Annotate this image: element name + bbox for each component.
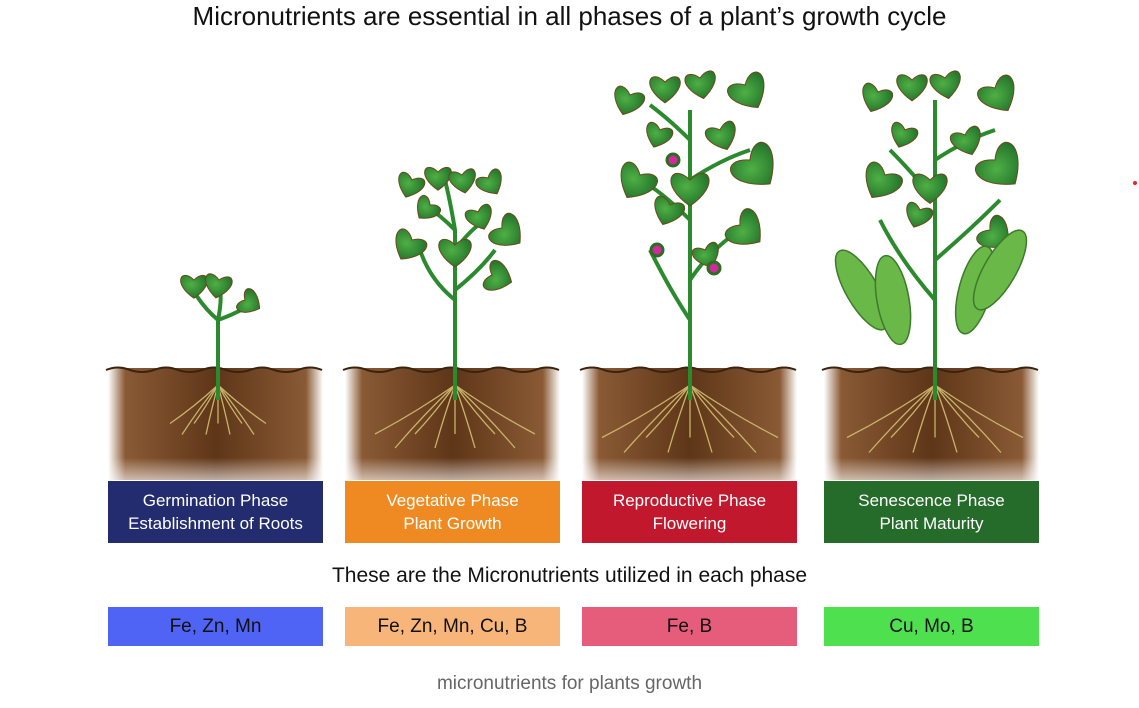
bean-pod bbox=[874, 254, 912, 346]
flower bbox=[665, 152, 681, 168]
phase-name: Senescence Phase bbox=[858, 491, 1005, 510]
leaf bbox=[482, 259, 513, 291]
phase-description: Flowering bbox=[652, 514, 727, 533]
leaf bbox=[654, 195, 686, 226]
leaf bbox=[620, 161, 658, 199]
leaf bbox=[475, 168, 502, 195]
red-dot-marker bbox=[1133, 181, 1137, 185]
leaf bbox=[862, 82, 894, 113]
leaf bbox=[906, 201, 934, 228]
leaf bbox=[649, 76, 681, 104]
leaf bbox=[438, 238, 472, 268]
image-caption: micronutrients for plants growth bbox=[436, 673, 703, 694]
phase-name: Vegetative Phase bbox=[386, 491, 519, 510]
leaf bbox=[646, 121, 674, 148]
phase-name: Germination Phase bbox=[142, 491, 289, 510]
leaf bbox=[896, 74, 928, 102]
nutrient-box-3: Cu, Mo, B bbox=[824, 607, 1039, 646]
nutrient-box-0: Fe, Zn, Mn bbox=[108, 607, 323, 646]
leaf bbox=[929, 70, 961, 100]
phase-name: Reproductive Phase bbox=[612, 491, 767, 510]
leaf bbox=[488, 212, 521, 246]
leaf bbox=[417, 194, 441, 219]
leaf bbox=[670, 173, 710, 207]
leaf bbox=[180, 274, 208, 299]
flower bbox=[706, 260, 722, 276]
leaf bbox=[684, 70, 716, 100]
leaf bbox=[975, 141, 1019, 185]
leaf bbox=[891, 121, 919, 148]
leaf bbox=[977, 74, 1015, 112]
leaf bbox=[395, 228, 428, 260]
soil-line bbox=[105, 366, 323, 373]
leaf bbox=[704, 120, 736, 151]
infographic-title: Micronutrients are essential in all phas… bbox=[192, 1, 947, 31]
leaf bbox=[727, 71, 765, 109]
plant-growth-illustration bbox=[105, 70, 1039, 480]
soil-line bbox=[342, 366, 560, 373]
leaf bbox=[912, 173, 948, 205]
phase-description: Establishment of Roots bbox=[128, 514, 303, 533]
leaf bbox=[236, 288, 261, 313]
nutrient-box-2: Fe, B bbox=[582, 607, 797, 646]
leaf bbox=[205, 273, 233, 299]
leaf bbox=[448, 168, 476, 194]
leaf bbox=[464, 203, 492, 230]
flower bbox=[649, 242, 665, 258]
soil-line bbox=[821, 366, 1039, 373]
leaf bbox=[424, 166, 452, 191]
nutrient-box-1: Fe, Zn, Mn, Cu, B bbox=[345, 607, 560, 646]
leaf bbox=[398, 171, 426, 198]
bean-pod bbox=[972, 229, 1028, 311]
micronutrients-subtitle: These are the Micronutrients utilized in… bbox=[331, 564, 808, 587]
phase-description: Plant Maturity bbox=[879, 514, 984, 533]
leaf bbox=[730, 141, 774, 185]
leaf bbox=[865, 161, 903, 199]
leaf bbox=[724, 208, 761, 245]
leaf bbox=[614, 85, 646, 116]
leaf bbox=[949, 125, 981, 156]
phase-description: Plant Growth bbox=[403, 514, 502, 533]
